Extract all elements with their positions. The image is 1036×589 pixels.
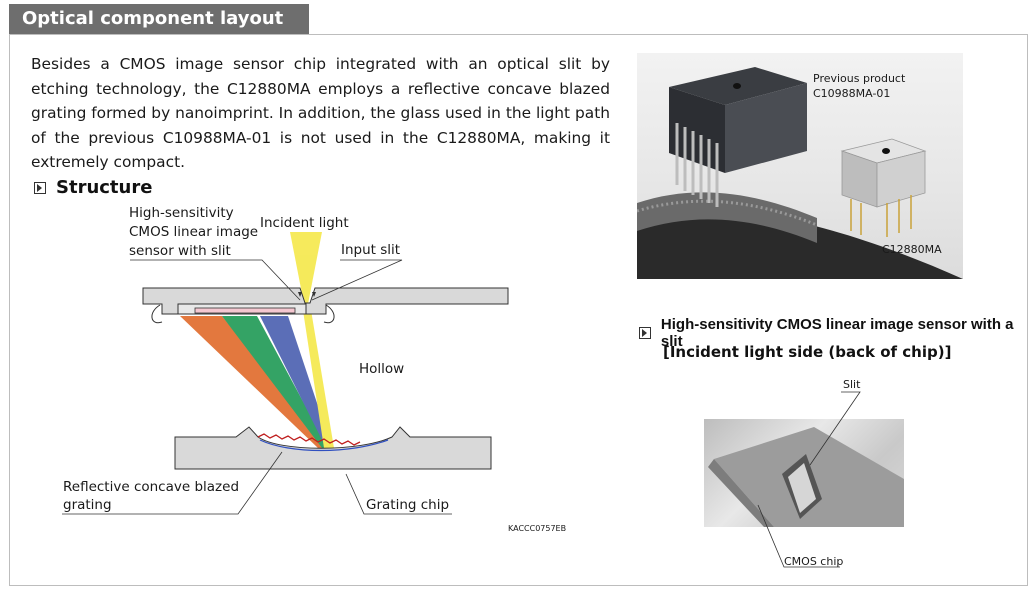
- beam-yellow-upper: [290, 232, 322, 304]
- structure-heading: Structure: [34, 177, 152, 198]
- bullet-arrow-icon: [639, 327, 651, 339]
- structure-heading-text: Structure: [56, 177, 153, 198]
- label-sensor-line2: CMOS linear image: [129, 224, 259, 240]
- bullet-arrow-icon: [34, 181, 46, 194]
- light-beams: [180, 232, 334, 448]
- label-current-model: C12880MA: [882, 243, 942, 256]
- product-photo-art: [637, 67, 963, 279]
- label-cmos-chip: CMOS chip: [784, 555, 844, 568]
- cmos-chip-photo: [704, 419, 904, 527]
- arrow-icon: [312, 292, 316, 297]
- label-input-slit: Input slit: [341, 242, 401, 258]
- label-sensor-line3: sensor with slit: [129, 243, 231, 259]
- label-grating-line1: Reflective concave blazed: [63, 479, 240, 495]
- label-slit: Slit: [843, 378, 861, 391]
- beam-blue: [260, 316, 332, 448]
- cmos-heading: High-sensitivity CMOS linear image senso…: [639, 316, 1036, 350]
- beam-green: [222, 316, 328, 448]
- sensor-assembly: [142, 287, 509, 324]
- label-incident-light: Incident light: [260, 215, 349, 231]
- label-hollow: Hollow: [359, 361, 405, 377]
- structure-diagram: [62, 232, 509, 515]
- content-frame: [9, 34, 1028, 586]
- cmos-heading-line2: [Incident light side (back of chip)]: [663, 343, 952, 361]
- label-grating-line2: grating: [63, 497, 112, 513]
- arrow-icon: [298, 292, 302, 297]
- label-previous-product: Previous product: [813, 72, 906, 85]
- leader-lines: [62, 259, 452, 515]
- label-sensor-line1: High-sensitivity: [129, 205, 234, 221]
- product-photo: [637, 53, 963, 279]
- label-previous-model: C10988MA-01: [813, 87, 891, 100]
- intro-paragraph: Besides a CMOS image sensor chip integra…: [31, 55, 610, 171]
- cmos-chip-art: [708, 427, 904, 527]
- label-grating-chip: Grating chip: [366, 497, 450, 513]
- beam-yellow-lower: [302, 304, 334, 448]
- beam-orange: [180, 316, 327, 448]
- section-title: Optical component layout: [9, 4, 309, 34]
- grating-chip: [174, 426, 492, 470]
- figure-code: KACCC0757EB: [508, 524, 567, 533]
- cmos-heading-line1: High-sensitivity CMOS linear image senso…: [660, 316, 1014, 350]
